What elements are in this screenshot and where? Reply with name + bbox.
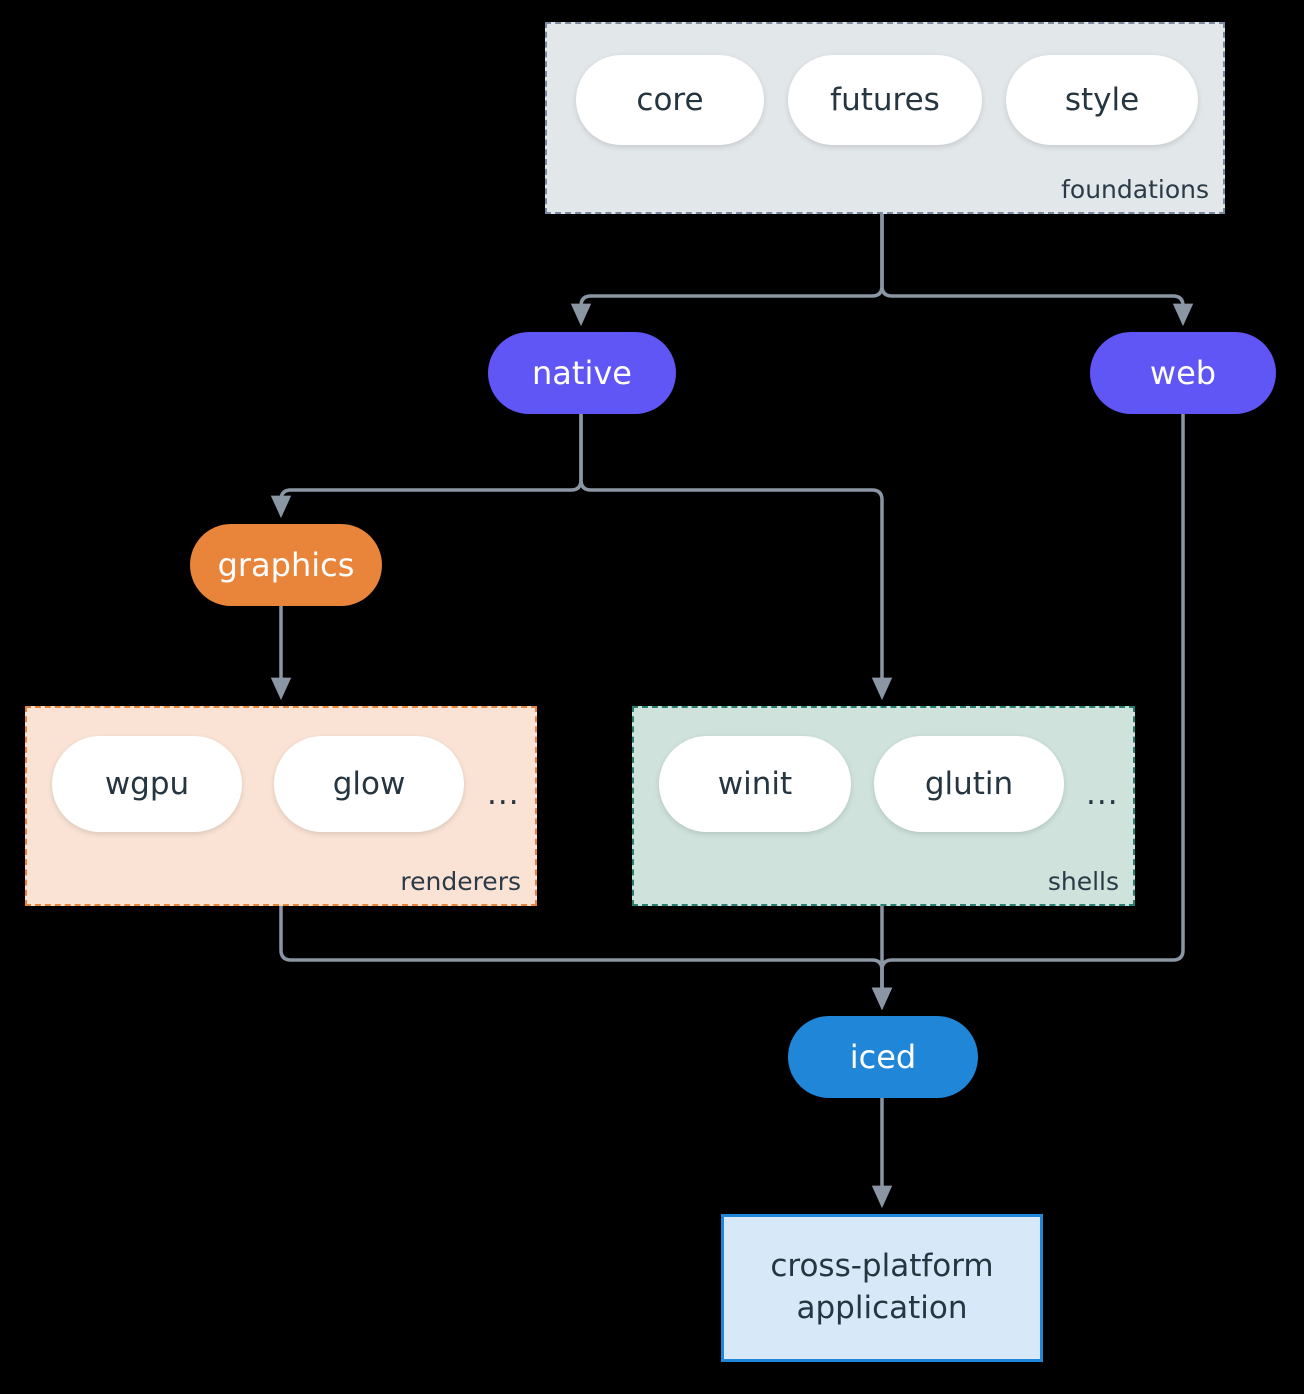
node-graphics[interactable]: graphics (190, 524, 382, 606)
node-native[interactable]: native (488, 332, 676, 414)
node-web-label: web (1149, 354, 1217, 392)
node-iced[interactable]: iced (788, 1016, 978, 1098)
node-futures[interactable]: futures (788, 55, 982, 145)
node-winit-label: winit (717, 766, 793, 802)
node-iced-label: iced (849, 1038, 917, 1076)
edge-native-graphics (270, 414, 583, 519)
application-label-line2: application (796, 1290, 968, 1326)
cluster-shells-label: shells (1047, 867, 1119, 896)
application-label-line1: cross-platform (770, 1248, 994, 1285)
edge-foundations-native (570, 214, 884, 327)
node-glutin[interactable]: glutin (874, 736, 1064, 832)
edge-native-shells (579, 414, 893, 701)
shells-more-ellipsis: ... (1086, 776, 1119, 812)
node-core[interactable]: core (576, 55, 764, 145)
edge-foundations-web (880, 214, 1194, 327)
node-glow[interactable]: glow (274, 736, 464, 832)
cluster-renderers-label: renderers (400, 867, 521, 896)
cluster-foundations-label: foundations (1061, 175, 1209, 204)
cluster-foundations: core futures style foundations (545, 22, 1225, 214)
node-core-label: core (636, 82, 704, 118)
node-style-label: style (1064, 82, 1140, 118)
node-web[interactable]: web (1090, 332, 1276, 414)
node-winit[interactable]: winit (659, 736, 851, 832)
node-style[interactable]: style (1006, 55, 1198, 145)
renderers-more-ellipsis: ... (487, 776, 520, 812)
cluster-renderers: wgpu glow ... renderers (25, 706, 537, 906)
node-native-label: native (532, 354, 632, 392)
node-glow-label: glow (332, 766, 406, 802)
cluster-shells: winit glutin ... shells (632, 706, 1135, 906)
node-glutin-label: glutin (924, 766, 1014, 802)
node-wgpu[interactable]: wgpu (52, 736, 242, 832)
node-cross-platform-application[interactable]: cross-platform application (721, 1214, 1043, 1362)
node-futures-label: futures (830, 82, 940, 118)
node-graphics-label: graphics (217, 546, 355, 584)
node-wgpu-label: wgpu (104, 766, 190, 802)
edge-renderers-iced (279, 906, 893, 1011)
